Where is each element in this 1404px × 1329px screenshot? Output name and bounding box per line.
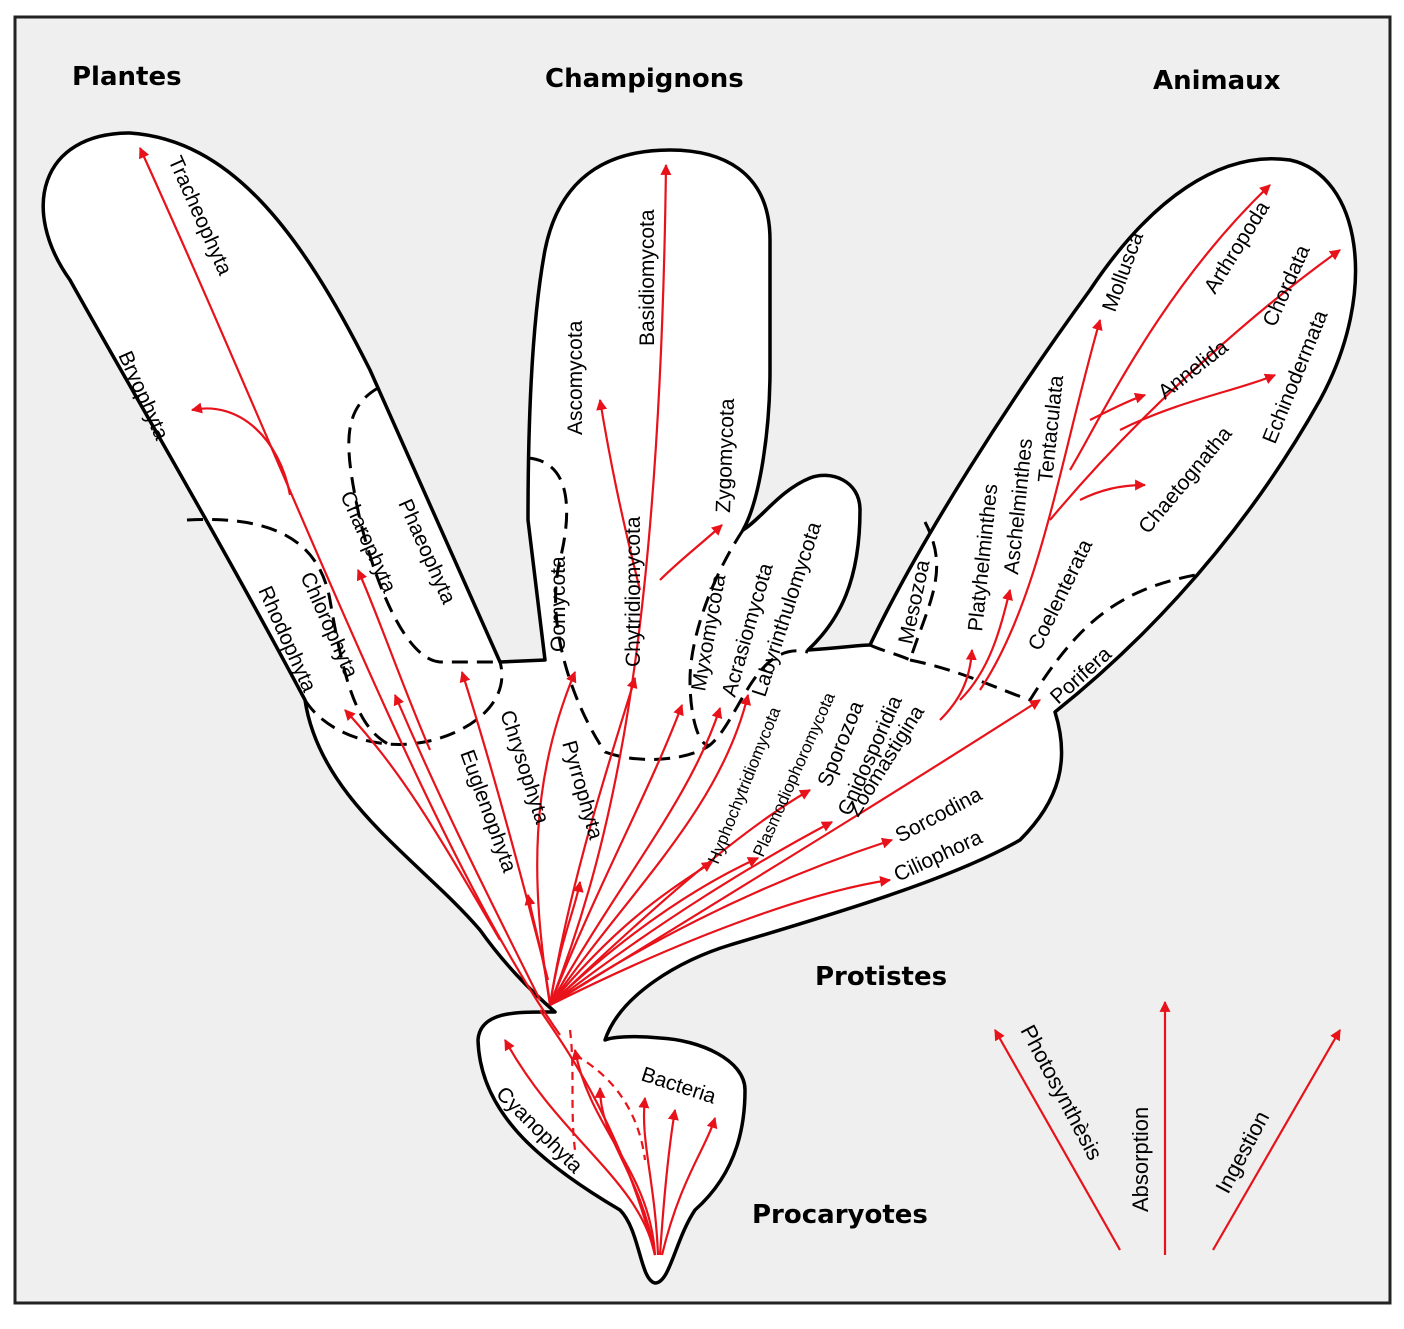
arrow-sporozoa bbox=[549, 789, 811, 1006]
arrow-chlorophyta bbox=[393, 693, 541, 1001]
arrow-dashed-1 bbox=[568, 1029, 577, 1151]
arrow-cyanophyta bbox=[504, 1039, 657, 1256]
label-ascomycota: Ascomycota bbox=[564, 320, 587, 435]
arrow-bryophyta bbox=[190, 402, 292, 496]
legend-arrow-photosynthesis bbox=[994, 1029, 1121, 1251]
arrow-acrasiomycota bbox=[549, 706, 723, 1006]
legend-absorption: Absorption bbox=[1128, 1107, 1153, 1212]
arrow-trunk bbox=[539, 1009, 657, 1256]
legend-arrow-ingestion bbox=[1212, 1029, 1341, 1251]
arrow-mollusca bbox=[979, 318, 1103, 691]
label-basidiomycota: Basidiomycota bbox=[636, 209, 659, 346]
kingdom-procaryotes: Procaryotes bbox=[752, 1200, 928, 1230]
boundary-phaeophyta bbox=[347, 386, 500, 664]
tree-body bbox=[41, 131, 1358, 1285]
boundary-mesozoa bbox=[869, 521, 939, 663]
kingdom-plantes: Plantes bbox=[72, 62, 182, 92]
arrow-basidiomycota bbox=[548, 163, 672, 1006]
arrow-oomycota bbox=[536, 670, 577, 1006]
arrow-platyhelminthes bbox=[939, 648, 977, 721]
label-zygomycota: Zygomycota bbox=[712, 398, 739, 513]
arrow-myxomycota bbox=[548, 703, 684, 1006]
boundary-plant-base bbox=[303, 661, 504, 746]
arrow-tracheophyta bbox=[138, 146, 561, 1036]
kingdom-animaux: Animaux bbox=[1153, 66, 1281, 96]
arrow-ascomycota bbox=[596, 398, 642, 591]
boundary-slime-molds bbox=[688, 529, 745, 747]
arrow-chaetognatha bbox=[1079, 479, 1147, 501]
tree-outline bbox=[41, 131, 1358, 1285]
label-chytridiomycota: Chytridiomycota bbox=[622, 516, 645, 667]
arrow-rhodophyta bbox=[344, 709, 501, 941]
boundary-rhodophyta bbox=[186, 517, 391, 747]
arrow-cnidosporidia bbox=[549, 821, 833, 1006]
evolution-arrows bbox=[138, 146, 1341, 1256]
boundary-porifera bbox=[909, 573, 1196, 702]
arrow-dashed-2 bbox=[574, 1054, 647, 1161]
arrow-annelida bbox=[1089, 392, 1147, 421]
boundary-oomycota bbox=[527, 456, 809, 761]
arrow-zygomycota bbox=[659, 524, 723, 581]
arrow-echinodermata bbox=[1119, 373, 1277, 431]
arrow-charophyta bbox=[356, 568, 432, 751]
arrow-aschelminthes bbox=[959, 588, 1013, 701]
kingdom-champignons: Champignons bbox=[545, 64, 744, 94]
arrow-ciliophora bbox=[549, 875, 892, 1006]
arrow-chordata bbox=[1049, 249, 1341, 521]
arrow-bacteria-4 bbox=[660, 1116, 718, 1256]
arrow-arthropoda bbox=[1069, 184, 1271, 471]
arrow-bacteria-3 bbox=[658, 1108, 679, 1256]
group-boundaries bbox=[186, 386, 1196, 761]
arrow-bacteria-2 bbox=[638, 1096, 660, 1256]
kingdom-protistes: Protistes bbox=[815, 962, 947, 992]
arrow-labyrinthulomycota bbox=[549, 693, 751, 1006]
kingdom-labels: Plantes Champignons Animaux Protistes Pr… bbox=[72, 62, 1281, 1230]
label-oomycota: Oomycota bbox=[547, 556, 570, 652]
arrow-zoomastigina bbox=[549, 699, 1041, 1006]
arrow-chytridiomycota bbox=[548, 676, 638, 1006]
arrow-bacteria-1 bbox=[594, 1086, 657, 1256]
